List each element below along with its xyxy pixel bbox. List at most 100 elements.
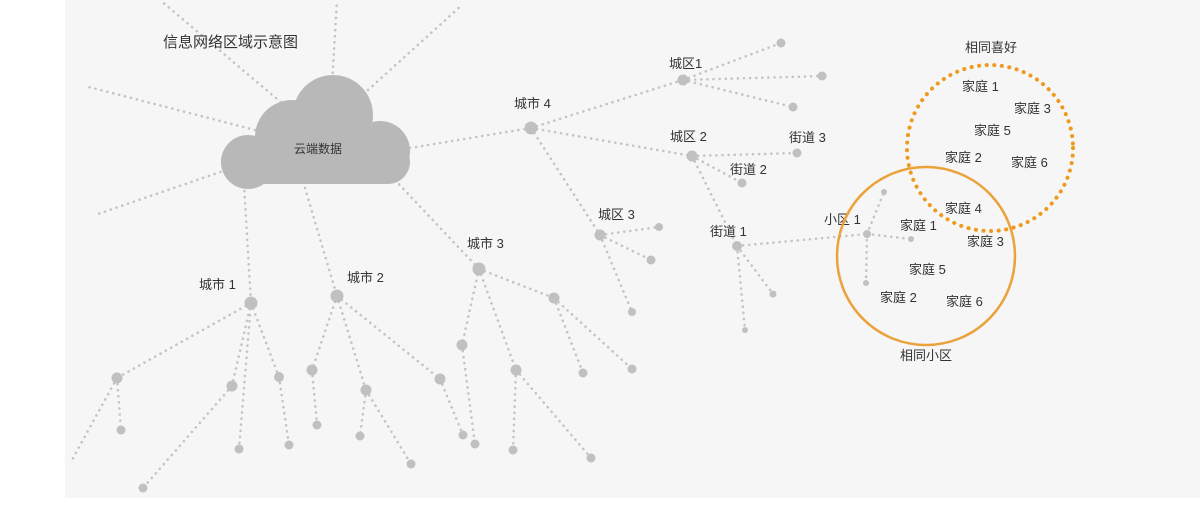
node-leaf [360, 384, 372, 396]
node-leaf [817, 71, 827, 81]
edge [514, 368, 593, 460]
node-leaf [306, 364, 318, 376]
edge [598, 225, 661, 237]
node-leaf [226, 380, 238, 392]
label-district2: 城区 2 [670, 129, 707, 144]
edge [864, 232, 869, 285]
edge [364, 388, 413, 466]
node-district3 [594, 229, 606, 241]
edge [735, 232, 869, 248]
edge [529, 126, 694, 158]
node-leaf [769, 290, 777, 298]
node-leaf [776, 38, 786, 48]
node-leaf [470, 439, 480, 449]
edge [460, 267, 481, 347]
node-leaf [234, 444, 244, 454]
hobby-group-circle [905, 63, 1075, 233]
cloud-icon [221, 75, 410, 189]
node-leaf [284, 440, 294, 450]
network-nodes [111, 38, 914, 493]
edge [735, 244, 747, 332]
label-street2: 街道 2 [730, 162, 767, 177]
edge [310, 294, 339, 372]
edge [141, 384, 234, 490]
edge [115, 376, 123, 432]
edge [552, 296, 585, 375]
cloud-label: 云端数据 [294, 141, 342, 156]
community-group-circle [835, 165, 1017, 347]
node-leaf [881, 189, 887, 195]
edge [865, 190, 886, 236]
node-district1 [677, 74, 689, 86]
edge [438, 377, 465, 437]
edge [358, 388, 368, 438]
edge [408, 126, 533, 150]
node-leaf [655, 223, 663, 231]
edge [735, 244, 775, 296]
edge [529, 78, 685, 130]
node-leaf [458, 430, 468, 440]
label-street3: 街道 3 [789, 130, 826, 145]
edge [242, 183, 253, 305]
label-district3: 城区 3 [598, 207, 635, 222]
edge [330, 0, 339, 87]
edge [335, 294, 442, 381]
edge [277, 375, 291, 447]
label-street1: 街道 1 [710, 224, 747, 239]
edge [237, 301, 253, 451]
community-family: 家庭 6 [946, 294, 983, 309]
edge [681, 41, 783, 82]
edge [303, 186, 339, 298]
node-leaf [646, 255, 656, 265]
edge [690, 151, 799, 158]
edge [460, 343, 477, 446]
node-leaf [508, 445, 518, 455]
edge [598, 233, 634, 314]
community-family: 家庭 5 [909, 262, 946, 277]
label-city3: 城市 3 [467, 236, 504, 251]
edge [70, 376, 119, 462]
diagram-title: 信息网络区域示意图 [163, 33, 298, 51]
label-city2: 城市 2 [347, 270, 384, 285]
edge [230, 301, 253, 388]
edge [681, 74, 824, 82]
hobby-family: 家庭 1 [962, 79, 999, 94]
node-city2 [330, 289, 344, 303]
node-leaf [274, 372, 284, 382]
edge [865, 232, 913, 241]
community-family: 家庭 2 [880, 290, 917, 305]
edge [598, 233, 653, 262]
node-leaf [406, 459, 416, 469]
community-family: 家庭 3 [967, 234, 1004, 249]
node-street1 [732, 241, 742, 251]
node-city1 [244, 296, 258, 310]
edge [115, 301, 253, 380]
node-leaf [586, 453, 596, 463]
network-edges [70, 0, 913, 490]
node-leaf [908, 236, 914, 242]
hobby-family: 家庭 4 [945, 201, 982, 216]
node-leaf [627, 364, 637, 374]
edge [93, 166, 234, 217]
edge [335, 294, 368, 392]
node-leaf [138, 483, 148, 493]
node-street2 [737, 178, 747, 188]
edge [552, 296, 634, 371]
node-leaf [434, 373, 446, 385]
node-leaf [548, 292, 560, 304]
edge [477, 267, 556, 300]
node-leaf [111, 372, 123, 384]
edge [477, 267, 518, 372]
hobby-family: 家庭 6 [1011, 155, 1048, 170]
label-community1: 小区 1 [824, 212, 861, 227]
node-city3 [472, 262, 486, 276]
node-leaf [788, 102, 798, 112]
hobby-group-title: 相同喜好 [965, 40, 1017, 55]
node-leaf [510, 364, 522, 376]
node-leaf [628, 308, 636, 316]
node-leaf [863, 280, 869, 286]
hobby-family: 家庭 5 [974, 123, 1011, 138]
node-district2 [686, 150, 698, 162]
